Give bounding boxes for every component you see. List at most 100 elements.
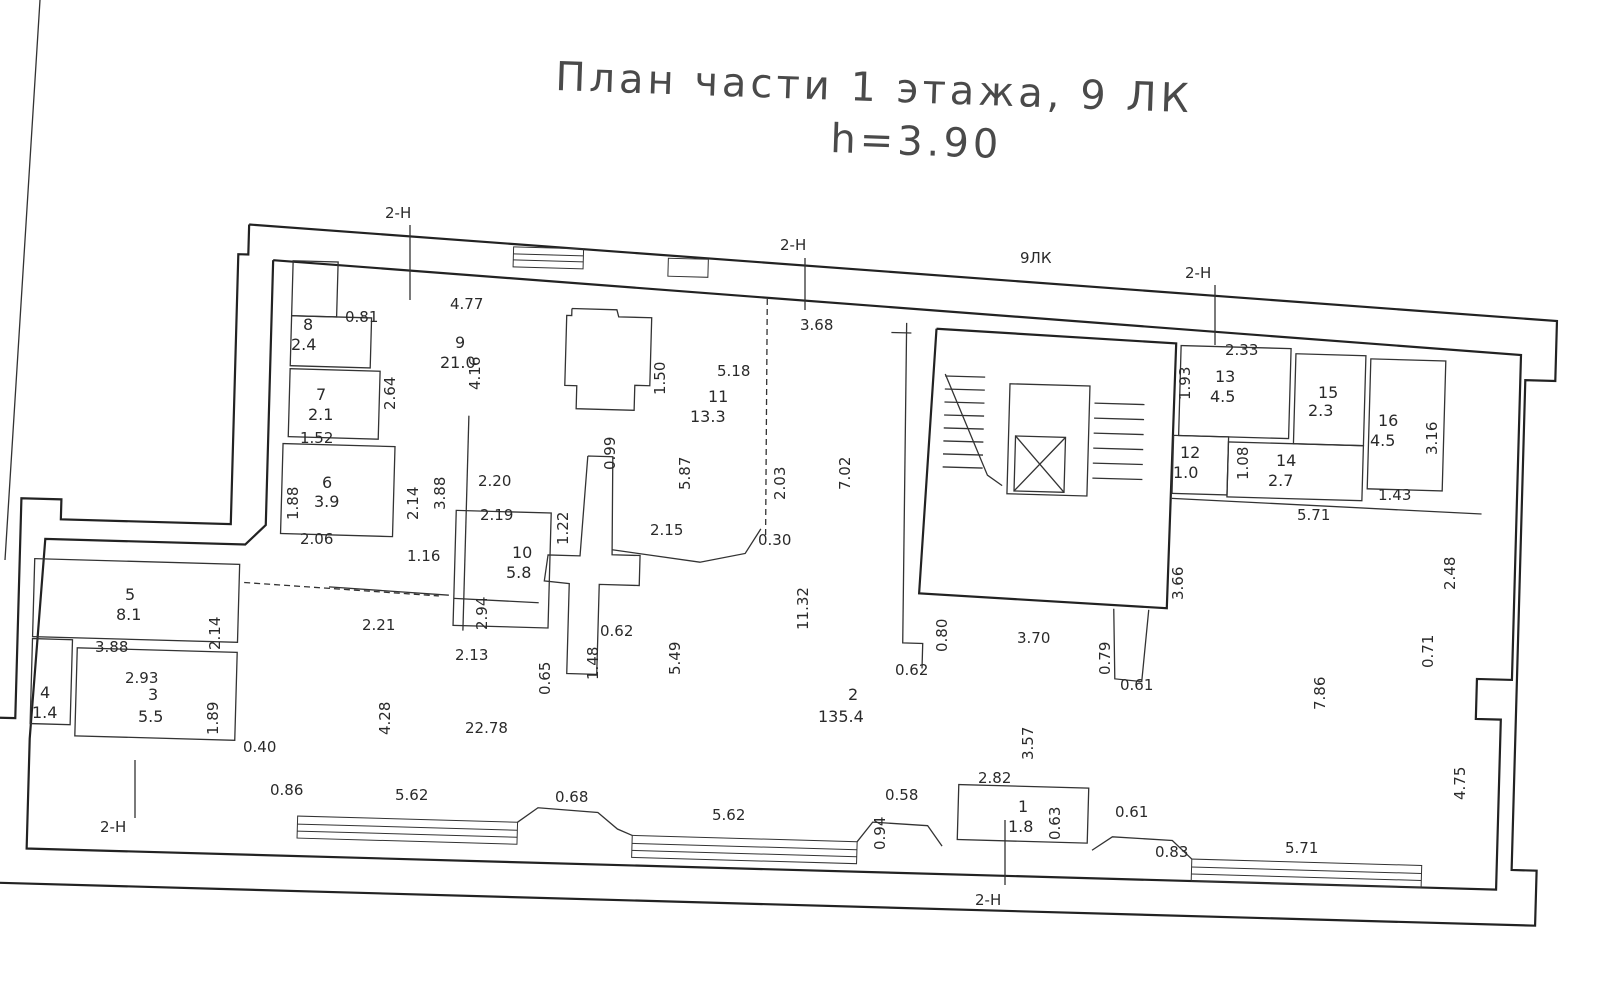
svg-text:9: 9	[455, 333, 465, 352]
dimension-label: 0.81	[345, 308, 378, 326]
dimension-label: 3.88	[95, 638, 128, 656]
dimension-label: 2.19	[480, 506, 513, 524]
svg-text:8: 8	[303, 315, 313, 334]
svg-text:2.4: 2.4	[291, 335, 316, 354]
dimension-label: 2.64	[381, 377, 399, 410]
svg-text:8.1: 8.1	[116, 605, 141, 624]
dimension-label: 1.88	[284, 487, 302, 520]
room-label: 164.5	[1370, 411, 1398, 450]
dimension-label: 0.40	[243, 738, 276, 756]
plan-height: h=3.90	[830, 116, 1003, 168]
dimension-label: 1.50	[651, 362, 669, 395]
dimension-label: 5.62	[712, 806, 745, 824]
svg-text:14: 14	[1276, 451, 1296, 470]
page-border-line	[4, 0, 41, 561]
dimension-label: 0.86	[270, 781, 303, 799]
svg-text:6: 6	[322, 473, 332, 492]
svg-text:5.8: 5.8	[506, 563, 531, 582]
svg-text:3.9: 3.9	[314, 492, 339, 511]
dimension-label: 0.99	[601, 437, 619, 470]
svg-text:1.4: 1.4	[32, 703, 57, 722]
dimension-label: 2.21	[362, 616, 395, 634]
dimension-label: 1.43	[1378, 486, 1411, 504]
dimension-label: 2.03	[771, 467, 789, 500]
dimension-label: 3.68	[800, 316, 833, 334]
dimension-label: 4.28	[376, 702, 394, 735]
room-label: 41.4	[32, 683, 57, 722]
dimension-label: 7.02	[836, 457, 854, 490]
dimension-label: 4.16	[466, 357, 484, 390]
dimension-label: 2.82	[978, 769, 1011, 787]
dimension-label: 5.49	[666, 642, 684, 675]
dimension-label: 0.83	[1155, 843, 1188, 861]
dimension-label: 2.33	[1225, 341, 1258, 359]
dimension-label: 11.32	[794, 587, 812, 630]
svg-text:3: 3	[148, 685, 158, 704]
svg-text:11: 11	[708, 387, 728, 406]
dimension-label: 1.89	[204, 702, 222, 735]
dimension-label: 0.68	[555, 788, 588, 806]
dimension-label: 2.13	[455, 646, 488, 664]
dimension-label: 3.66	[1169, 567, 1187, 600]
dimension-label: 5.62	[395, 786, 428, 804]
room-label: 152.3	[1308, 383, 1338, 420]
room-label: 72.1	[308, 385, 333, 424]
room-label: 142.7	[1268, 451, 1296, 490]
dimension-label: 0.65	[536, 662, 554, 695]
dimension-label: 1.93	[1176, 367, 1194, 400]
dimension-label: 1.48	[584, 647, 602, 680]
dimension-label: 0.80	[933, 619, 951, 652]
dimension-label: 0.62	[895, 661, 928, 679]
dimension-label: 4.77	[450, 295, 483, 313]
dimension-label: 5.71	[1297, 506, 1330, 524]
section-mark: 2-Н	[385, 204, 411, 222]
svg-text:2: 2	[848, 685, 858, 704]
svg-text:10: 10	[512, 543, 532, 562]
svg-text:13: 13	[1215, 367, 1235, 386]
dimension-label: 2.93	[125, 669, 158, 687]
dimension-label: 1.16	[407, 547, 440, 565]
dimension-label: 0.30	[758, 531, 791, 549]
dimension-label: 0.79	[1096, 642, 1114, 675]
dimension-label: 5.18	[717, 362, 750, 380]
staircase-label: 9ЛК	[1020, 249, 1052, 267]
dimension-label: 2.14	[206, 617, 224, 650]
dimension-label: 0.71	[1419, 635, 1437, 668]
dimension-label: 3.57	[1019, 727, 1037, 760]
dimension-label: 0.58	[885, 786, 918, 804]
dimension-label: 3.16	[1423, 422, 1441, 455]
svg-text:1: 1	[1018, 797, 1028, 816]
svg-text:4: 4	[40, 683, 50, 702]
section-mark: 2-Н	[975, 891, 1001, 909]
room-label: 134.5	[1210, 367, 1235, 406]
svg-text:4.5: 4.5	[1370, 431, 1395, 450]
room-label: 63.9	[314, 473, 339, 511]
room-label: 105.8	[506, 543, 532, 582]
dimension-label: 0.61	[1120, 676, 1153, 694]
svg-text:1.0: 1.0	[1173, 463, 1198, 482]
section-mark: 2-Н	[780, 236, 806, 254]
svg-text:2.7: 2.7	[1268, 471, 1293, 490]
svg-text:16: 16	[1378, 411, 1398, 430]
dimension-label: 0.63	[1046, 807, 1064, 840]
plan-title: План части 1 этажа, 9 ЛК	[555, 54, 1194, 122]
room-label: 921.0	[440, 333, 476, 372]
svg-text:5: 5	[125, 585, 135, 604]
dimension-label: 5.71	[1285, 839, 1318, 857]
dimension-label: 1.52	[300, 429, 333, 447]
svg-text:21.0: 21.0	[440, 353, 476, 372]
dimension-label: 3.70	[1017, 629, 1050, 647]
section-mark: 2-Н	[100, 818, 126, 836]
dimension-label: 2.48	[1441, 557, 1459, 590]
dimension-label: 1.22	[554, 512, 572, 545]
svg-text:2.1: 2.1	[308, 405, 333, 424]
svg-text:2.3: 2.3	[1308, 401, 1333, 420]
svg-text:12: 12	[1180, 443, 1200, 462]
svg-text:4.5: 4.5	[1210, 387, 1235, 406]
room-label: 82.4	[291, 315, 316, 354]
room-label: 11.8	[1008, 797, 1033, 836]
dimension-label: 0.61	[1115, 803, 1148, 821]
dimension-label: 1.08	[1234, 447, 1252, 480]
dimension-label: 3.88	[431, 477, 449, 510]
